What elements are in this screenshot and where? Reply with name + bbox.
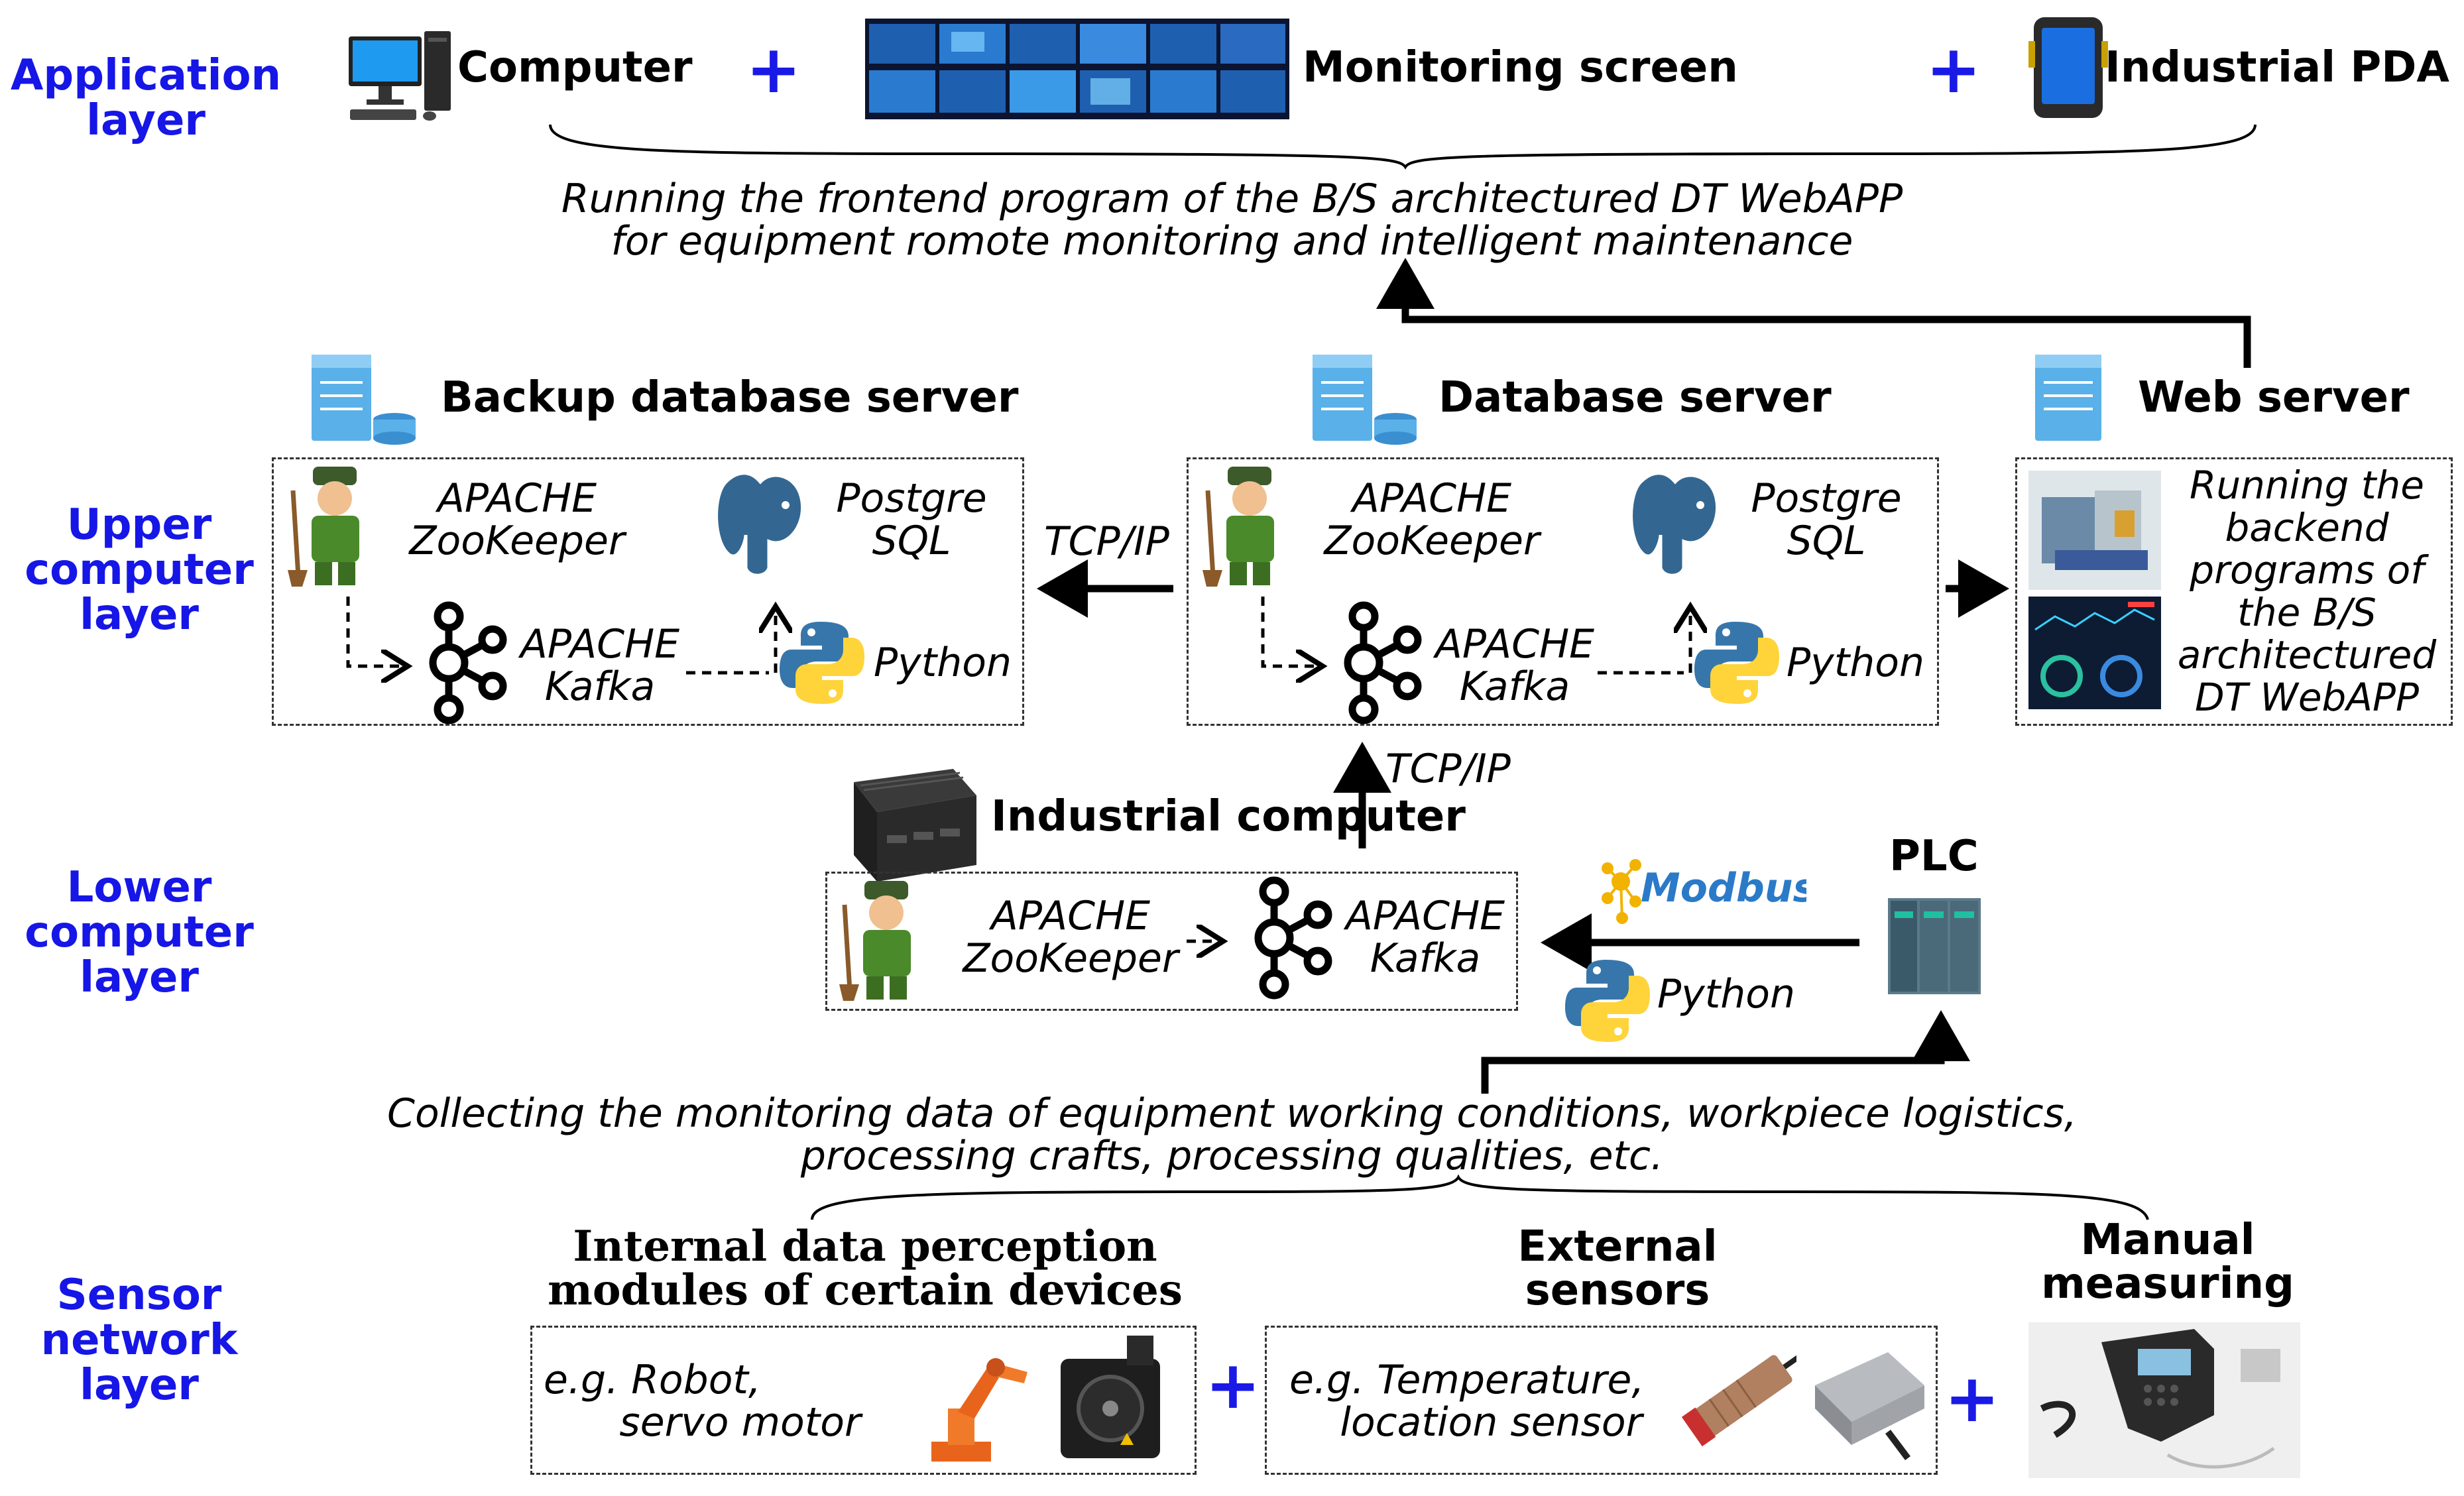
- pda-icon: [2028, 15, 2108, 121]
- python-label: Python: [1657, 971, 1795, 1017]
- label-sensor-network-layer: Sensor network layer: [40, 1271, 238, 1410]
- web-to-app-arrow: [1376, 258, 2251, 368]
- python-label: Python: [1787, 640, 1924, 686]
- dashboard-image: [2028, 597, 2161, 709]
- zookeeper-icon: [830, 878, 956, 1004]
- zookeeper-label: APACHE ZooKeeper: [409, 475, 625, 564]
- backup-database-server-box: [272, 457, 1024, 726]
- zookeeper-label: APACHE ZooKeeper: [1324, 475, 1540, 564]
- kafka-icon: [1213, 875, 1336, 1001]
- manual-measuring-title: Manual measuring: [2041, 1216, 2294, 1308]
- web-server-description: Running the backend programs of the B/S …: [2177, 463, 2437, 720]
- internal-modules-example: e.g. Robot, servo motor: [544, 1357, 861, 1446]
- monitoring-screen-label: Monitoring screen: [1303, 43, 1738, 92]
- backup-database-server-title: Backup database server: [441, 373, 1019, 422]
- database-server-title: Database server: [1438, 373, 1832, 422]
- external-sensors-title: External sensors: [1517, 1222, 1718, 1315]
- application-brace: [549, 124, 2257, 170]
- server-icon: [2025, 348, 2118, 447]
- python-icon: [1561, 954, 1654, 1047]
- kafka-icon: [1303, 600, 1425, 726]
- python-icon: [776, 616, 868, 709]
- robot-arm-icon: [905, 1336, 1037, 1465]
- servo-motor-icon: [1041, 1332, 1173, 1465]
- monitor-wall-icon: [865, 19, 1289, 119]
- kafka-label: APACHE Kafka: [1435, 621, 1595, 710]
- industrial-computer-title: Industrial computer: [991, 792, 1466, 841]
- postgresql-icon: [699, 462, 822, 585]
- tcpip-label: TCP/IP: [1044, 518, 1169, 565]
- python-label: Python: [874, 640, 1012, 686]
- backup-zk-to-kafka: [346, 597, 404, 666]
- postgresql-label: Postgre SQL: [1751, 475, 1902, 564]
- handheld-measurer-icon: [2028, 1322, 2300, 1478]
- database-server-box: [1187, 457, 1939, 726]
- sensor-brace: [811, 1174, 2149, 1220]
- plc-title: PLC: [1889, 832, 1979, 881]
- industrial-pda-label: Industrial PDA: [2105, 43, 2449, 92]
- zookeeper-icon: [1193, 464, 1319, 590]
- kafka-label: APACHE Kafka: [1345, 893, 1505, 982]
- digital-twin-render-image: [2028, 471, 2161, 590]
- plus-icon: +: [746, 30, 801, 108]
- application-description-line2: for equipment romote monitoring and inte…: [611, 218, 1853, 264]
- python-icon: [1690, 616, 1783, 709]
- computer-label: Computer: [457, 43, 693, 92]
- collect-description-line1: Collecting the monitoring data of equipm…: [387, 1090, 2077, 1137]
- application-description-line1: Running the frontend program of the B/S …: [561, 176, 1903, 222]
- computer-icon: [337, 10, 456, 129]
- label-upper-computer-layer: Upper computer layer: [25, 500, 254, 640]
- modbus-logo-text: Modbus: [1641, 865, 1806, 911]
- server-icon: [302, 348, 421, 447]
- server-icon: [1303, 348, 1422, 447]
- web-server-box: [2015, 457, 2453, 726]
- label-application-layer: Application layer: [10, 51, 282, 145]
- web-server-title: Web server: [2138, 373, 2410, 422]
- external-sensors-box: [1265, 1326, 1938, 1475]
- collect-description-line2: processing crafts, processing qualities,…: [800, 1133, 1664, 1179]
- modbus-icon: Modbus: [1594, 848, 1806, 938]
- plus-icon: +: [1944, 1359, 2000, 1437]
- industrial-computer-box: [825, 872, 1518, 1011]
- temperature-module-icon: [1802, 1332, 1931, 1465]
- plus-icon: +: [1926, 30, 1981, 108]
- kafka-icon: [388, 600, 510, 726]
- industrial-pc-icon: [834, 756, 986, 895]
- sensor-to-plc-arrow: [1481, 1010, 1970, 1094]
- external-sensors-example: e.g. Temperature, location sensor: [1289, 1357, 1645, 1446]
- plc-icon: [1881, 892, 1987, 1001]
- internal-modules-title: Internal data perception modules of cert…: [548, 1222, 1183, 1315]
- postgresql-icon: [1614, 462, 1737, 585]
- tcpip-label: TCP/IP: [1385, 746, 1511, 792]
- label-lower-computer-layer: Lower computer layer: [25, 863, 254, 1002]
- internal-modules-box: [530, 1326, 1197, 1475]
- db-zk-to-kafka: [1261, 597, 1319, 666]
- zookeeper-label: APACHE ZooKeeper: [963, 893, 1179, 982]
- zookeeper-icon: [278, 464, 404, 590]
- postgresql-label: Postgre SQL: [836, 475, 987, 564]
- plus-icon: +: [1205, 1346, 1261, 1424]
- proximity-sensor-icon: [1667, 1332, 1796, 1465]
- kafka-label: APACHE Kafka: [520, 621, 680, 710]
